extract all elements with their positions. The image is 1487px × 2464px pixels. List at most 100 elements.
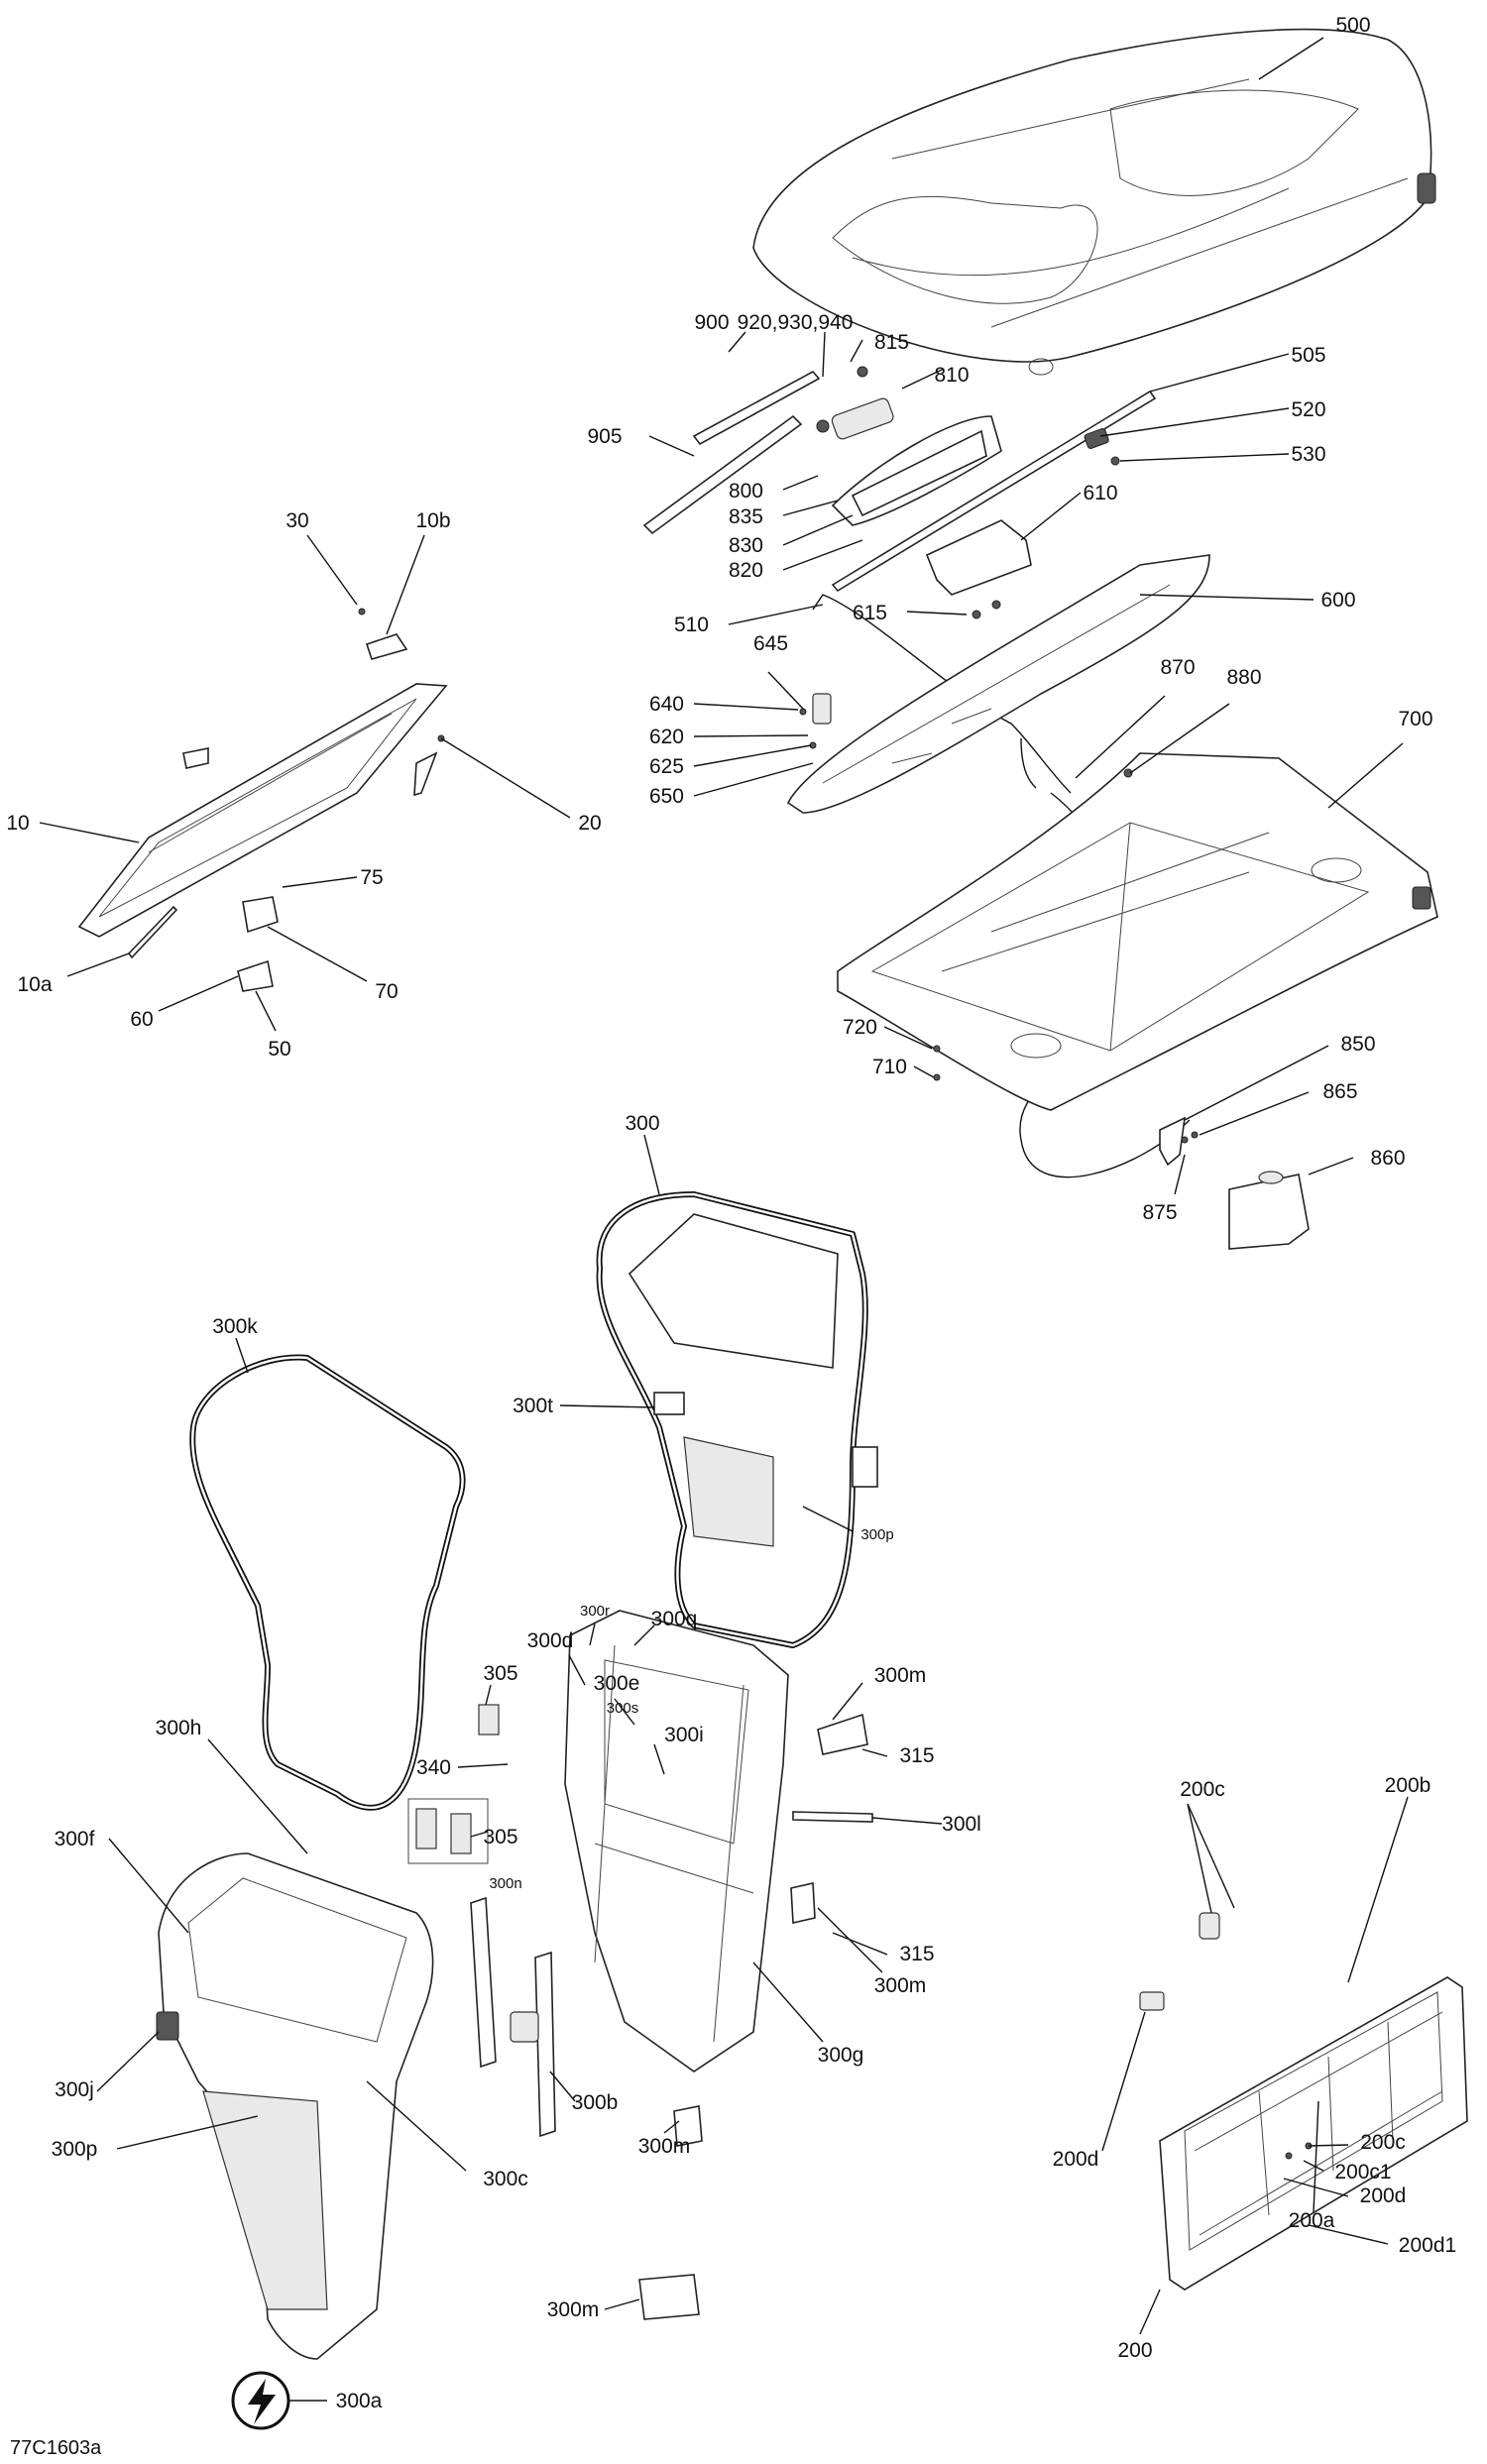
callout-700: 700 <box>1398 708 1432 730</box>
latch-70 <box>242 896 279 934</box>
callout-200d-right: 200d <box>1360 2184 1407 2207</box>
callout-315-b: 315 <box>899 1943 934 1965</box>
callout-850: 850 <box>1340 1033 1375 1056</box>
clip-top <box>182 747 209 769</box>
callout-510: 510 <box>674 614 709 636</box>
door-outer-300f <box>156 1852 434 2360</box>
callout-650: 650 <box>649 785 684 808</box>
callout-340: 340 <box>416 1756 451 1779</box>
wiper-motor <box>816 366 894 440</box>
callout-30: 30 <box>286 509 308 532</box>
callout-835: 835 <box>729 505 763 528</box>
callout-620: 620 <box>649 726 684 748</box>
callout-labels: 500 900 920,930,940 815 810 505 905 520 … <box>6 14 1456 2459</box>
front-trim-strip <box>831 390 1157 593</box>
callout-640: 640 <box>649 693 684 716</box>
headliner-700 <box>837 752 1438 1111</box>
callout-305-top: 305 <box>483 1662 517 1685</box>
callout-300b: 300b <box>572 2091 619 2114</box>
screw-530 <box>1110 456 1120 466</box>
callout-505: 505 <box>1291 344 1325 367</box>
bracket-610 <box>925 519 1032 619</box>
callout-300e: 300e <box>594 1672 640 1695</box>
callout-800: 800 <box>729 480 763 503</box>
rear-window-frame <box>77 683 448 938</box>
callout-300r: 300r <box>580 1603 610 1620</box>
callout-50: 50 <box>268 1038 290 1061</box>
callout-300p-bottom: 300p <box>52 2138 98 2161</box>
callout-300f: 300f <box>55 1828 95 1850</box>
bracket-300m-b <box>790 1882 816 1924</box>
callout-300h: 300h <box>156 1717 202 1739</box>
callout-520: 520 <box>1291 398 1325 421</box>
callout-200d1: 200d1 <box>1399 2234 1456 2257</box>
washer-reservoir <box>1228 1171 1310 1250</box>
callout-710: 710 <box>872 1056 907 1078</box>
callout-300c: 300c <box>483 2168 528 2190</box>
hinge-10b <box>365 633 408 660</box>
callout-200b: 200b <box>1385 1774 1431 1797</box>
callout-300q: 300q <box>651 1608 698 1630</box>
callout-60: 60 <box>130 1008 153 1031</box>
callout-20: 20 <box>578 812 601 835</box>
callout-720: 720 <box>843 1016 877 1039</box>
callout-10a: 10a <box>17 973 52 996</box>
wiper-cover <box>831 415 1002 526</box>
callout-300: 300 <box>625 1112 659 1135</box>
bracket-300m-c <box>673 2105 703 2147</box>
callout-300m-b: 300m <box>874 1974 927 1997</box>
callout-830: 830 <box>729 534 763 557</box>
callout-530: 530 <box>1291 443 1325 466</box>
callout-815: 815 <box>874 331 909 354</box>
callout-200: 200 <box>1117 2339 1152 2362</box>
callout-875: 875 <box>1142 1201 1177 1224</box>
callout-615: 615 <box>853 602 887 624</box>
latch-645 <box>799 693 832 749</box>
callout-10: 10 <box>6 812 29 835</box>
callout-820: 820 <box>729 559 763 582</box>
door-frame-300g <box>564 1610 789 2072</box>
rod-300l <box>792 1811 873 1823</box>
callout-200a: 200a <box>1289 2209 1335 2232</box>
callout-300k: 300k <box>212 1315 258 1338</box>
strut-20 <box>413 751 438 797</box>
window-regulator-300b <box>470 1896 556 2138</box>
callout-300m-d: 300m <box>547 2298 600 2321</box>
bracket-300m-d <box>638 2274 700 2320</box>
screw-710 <box>933 1073 941 1081</box>
screw-720 <box>933 1045 941 1053</box>
callout-300n: 300n <box>489 1875 521 1892</box>
lightning-bolt-icon <box>231 2371 290 2430</box>
callout-300p-top: 300p <box>860 1526 893 1543</box>
callout-300m-a: 300m <box>874 1664 927 1687</box>
bracket-300m-a <box>817 1713 868 1755</box>
callout-200c1: 200c1 <box>1334 2161 1391 2184</box>
bracket-850 <box>1159 1116 1186 1167</box>
roof-panel <box>752 28 1436 376</box>
door-hinges-305 <box>407 1704 500 1864</box>
callout-300a: 300a <box>336 2390 383 2412</box>
callout-860: 860 <box>1370 1147 1405 1170</box>
diagram-code: 77C1603a <box>10 2437 102 2459</box>
door-seal-300k <box>189 1354 466 1811</box>
callout-920-930-940: 920,930,940 <box>738 311 854 334</box>
screw-880 <box>1123 768 1133 778</box>
callout-900: 900 <box>694 311 729 334</box>
callout-625: 625 <box>649 755 684 778</box>
callout-10b: 10b <box>415 509 450 532</box>
callout-300j: 300j <box>55 2078 94 2101</box>
handle-50 <box>237 959 274 992</box>
leader-lines <box>39 37 1409 2402</box>
callout-200d-left: 200d <box>1053 2148 1099 2171</box>
callout-600: 600 <box>1320 589 1355 612</box>
callout-610: 610 <box>1083 482 1117 504</box>
callout-200c-right: 200c <box>1360 2131 1406 2154</box>
callout-315-a: 315 <box>899 1744 934 1767</box>
callout-200c-top: 200c <box>1180 1778 1225 1801</box>
rear-panel-200 <box>1139 1912 1468 2291</box>
callout-75: 75 <box>360 866 383 889</box>
callout-305-bottom: 305 <box>483 1826 517 1848</box>
callout-300l: 300l <box>942 1813 981 1836</box>
callout-905: 905 <box>587 425 622 448</box>
